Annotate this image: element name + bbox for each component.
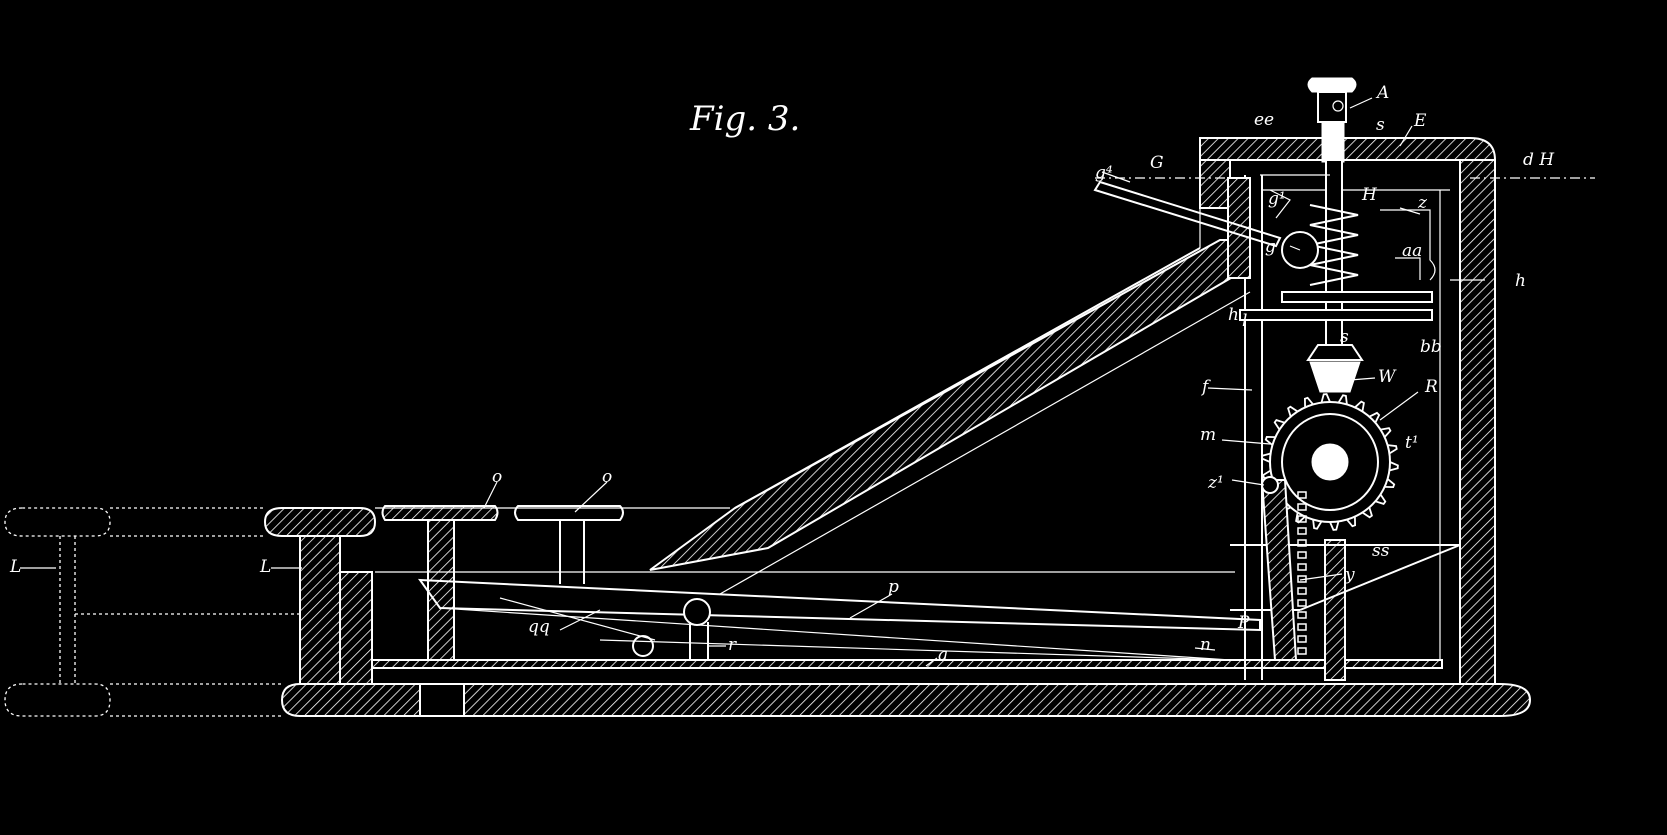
gear-tooth: [1389, 461, 1399, 472]
label-s-mid: s: [1340, 327, 1349, 347]
floor-plate: [371, 659, 1443, 669]
gear-tooth: [1375, 493, 1387, 505]
left-inner-block: [339, 571, 373, 685]
rack-tooth: [1297, 587, 1307, 595]
rack-teeth: [1297, 491, 1307, 655]
gear-tooth: [1346, 516, 1357, 528]
rack-tooth: [1297, 491, 1307, 499]
gear-tooth: [1329, 521, 1340, 531]
label-s-top: s: [1376, 115, 1385, 135]
label-p: p: [888, 577, 899, 597]
label-f: f: [1200, 377, 1211, 397]
gear-tooth: [1287, 405, 1299, 417]
label-G: G: [1150, 153, 1164, 173]
plunger-collar: [1317, 91, 1347, 123]
label-L-left: L: [9, 557, 21, 577]
plate-l: [1239, 309, 1433, 321]
rack-tooth: [1297, 527, 1307, 535]
key-ghost-bottom: [4, 683, 111, 717]
label-z1: z¹: [1207, 473, 1224, 493]
label-o-2: o: [602, 467, 612, 487]
gear-teeth: [1261, 393, 1399, 531]
gear-tooth: [1312, 519, 1323, 530]
rack-tooth: [1297, 503, 1307, 511]
figure-title: Fig. 3.: [689, 99, 800, 139]
gear-tooth: [1273, 419, 1285, 431]
rack-tooth: [1297, 611, 1307, 619]
label-ee: ee: [1254, 110, 1274, 130]
label-R: R: [1424, 377, 1438, 397]
label-o-1: o: [492, 467, 502, 487]
plate-h: [1281, 291, 1433, 303]
gear-tooth: [1264, 435, 1276, 446]
label-A: A: [1375, 83, 1389, 103]
label-ss: ss: [1372, 541, 1390, 561]
rack-tooth: [1297, 623, 1307, 631]
rack-tooth: [1297, 563, 1307, 571]
label-g1: g¹: [1268, 189, 1286, 209]
label-bb: bb: [1420, 337, 1442, 357]
label-y: y: [1344, 565, 1355, 585]
gear-tooth: [1384, 478, 1396, 489]
left-upright: [299, 531, 341, 685]
label-h-right: h: [1515, 271, 1526, 291]
label-a: a: [938, 645, 948, 665]
gear-hub: [1311, 443, 1349, 481]
label-l: l: [1242, 311, 1247, 331]
label-P: P: [1237, 613, 1250, 633]
lever-p: [417, 578, 1261, 632]
housing-right-wall: [1459, 159, 1496, 685]
gear-tooth: [1261, 452, 1271, 463]
label-g: g: [1265, 237, 1276, 257]
label-L-right: L: [259, 557, 271, 577]
gear-tooth: [1380, 427, 1392, 438]
rack-pin: [1261, 476, 1279, 494]
gear-tooth: [1337, 394, 1348, 405]
label-r: r: [728, 635, 737, 655]
gear-tooth: [1354, 400, 1365, 412]
bevel-upper: [1306, 344, 1364, 361]
key-ghost-top: [4, 507, 111, 537]
label-m: m: [1200, 425, 1216, 445]
base-plate: [280, 683, 1532, 717]
gear-tooth: [1387, 444, 1398, 455]
label-aa: aa: [1402, 241, 1422, 261]
plunger-rod: [1321, 121, 1345, 163]
gear-tooth: [1361, 507, 1373, 519]
label-n: n: [1200, 635, 1211, 655]
inclined-arm: [649, 239, 1249, 571]
label-E: E: [1413, 111, 1427, 131]
label-leaders: [20, 97, 1485, 667]
inner-block-lower: [1324, 539, 1346, 681]
key-stem-1: [427, 519, 455, 661]
bevel-gear-W: [1309, 361, 1361, 393]
gear-tooth: [1303, 396, 1314, 408]
label-g4: g⁴: [1095, 163, 1113, 183]
housing-cap-left: [1199, 159, 1231, 209]
label-qq: qq: [528, 617, 550, 637]
release-lever: [1093, 180, 1282, 248]
rack-tooth: [1297, 635, 1307, 643]
label-h-plate: h: [1228, 305, 1239, 325]
rack-tooth: [1297, 539, 1307, 547]
rack-tooth: [1297, 551, 1307, 559]
rack-tooth: [1297, 599, 1307, 607]
label-dH: d H: [1523, 150, 1555, 170]
label-z: z: [1417, 193, 1428, 213]
gear-tooth: [1320, 393, 1331, 403]
label-W: W: [1378, 367, 1397, 387]
base-slot: [419, 683, 465, 717]
left-cap: [263, 507, 377, 537]
label-t1: t¹: [1405, 433, 1419, 453]
gear-tooth: [1368, 411, 1381, 424]
label-H: H: [1361, 185, 1378, 205]
rack-tooth: [1297, 515, 1307, 523]
plunger-knob: [1307, 77, 1357, 93]
rack-tooth: [1297, 647, 1307, 655]
lever-pivot: [683, 598, 711, 626]
